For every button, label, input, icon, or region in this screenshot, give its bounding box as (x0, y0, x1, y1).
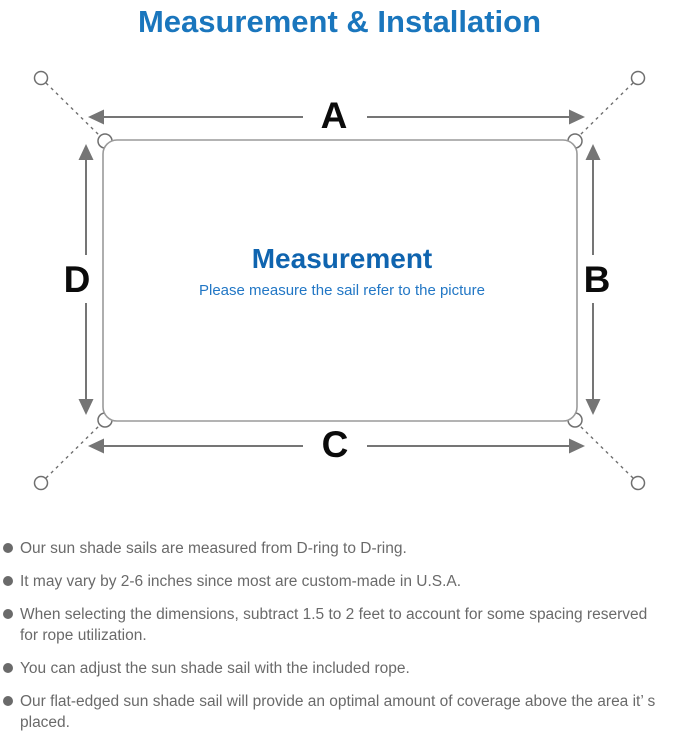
anchor-point-circle-bottom-left (33, 475, 49, 491)
rope-dashed-line-top-left (45, 82, 102, 138)
dimension-label-c: C (322, 424, 349, 465)
dimension-line-a: A (88, 95, 585, 136)
note-text: Our flat-edged sun shade sail will provi… (20, 693, 656, 731)
note-text: When selecting the dimensions, subtract … (20, 606, 648, 644)
bullet-dot-icon (3, 543, 13, 553)
dimension-line-d: D (64, 144, 94, 415)
arrowhead-up-icon (78, 144, 94, 160)
dimension-label-a: A (321, 95, 348, 136)
notes-list: Our sun shade sails are measured from D-… (0, 538, 666, 739)
rope-lines (45, 82, 634, 479)
dimension-line-c: C (88, 424, 585, 465)
arrowhead-up-icon (585, 144, 601, 160)
anchor-points (33, 70, 646, 491)
note-text: It may vary by 2-6 inches since most are… (20, 573, 462, 590)
page-title: Measurement & Installation (137, 4, 542, 39)
measurement-diagram: A C D B Measurement Please meas (33, 70, 646, 491)
bullet-dot-icon (3, 576, 13, 586)
diagram-center-subtitle: Please measure the sail refer to the pic… (199, 282, 485, 299)
arrowhead-right-icon (569, 438, 585, 454)
note-text: You can adjust the sun shade sail with t… (20, 660, 410, 677)
rope-dashed-line-bottom-right (577, 423, 634, 479)
bullet-dot-icon (3, 663, 13, 673)
diagram-center-heading: Measurement (252, 243, 433, 274)
anchor-point-circle-top-left (33, 70, 49, 86)
arrowhead-down-icon (78, 399, 94, 415)
rope-dashed-line-bottom-left (45, 423, 102, 479)
arrowhead-right-icon (569, 109, 585, 125)
list-item: It may vary by 2-6 inches since most are… (3, 571, 660, 592)
list-item: Our sun shade sails are measured from D-… (3, 538, 660, 559)
list-item: When selecting the dimensions, subtract … (3, 604, 660, 646)
shade-sail-outline (102, 139, 578, 422)
dimension-label-b: B (584, 259, 611, 300)
note-text: Our sun shade sails are measured from D-… (20, 540, 407, 557)
arrowhead-down-icon (585, 399, 601, 415)
arrowhead-left-icon (88, 109, 104, 125)
list-item: You can adjust the sun shade sail with t… (3, 658, 660, 679)
rope-dashed-line-top-right (577, 82, 634, 138)
dimension-line-b: B (584, 144, 611, 415)
anchor-point-circle-top-right (630, 70, 646, 86)
anchor-point-circle-bottom-right (630, 475, 646, 491)
bullet-dot-icon (3, 609, 13, 619)
dimension-label-d: D (64, 259, 91, 300)
bullet-dot-icon (3, 696, 13, 706)
list-item: Our flat-edged sun shade sail will provi… (3, 691, 660, 733)
arrowhead-left-icon (88, 438, 104, 454)
